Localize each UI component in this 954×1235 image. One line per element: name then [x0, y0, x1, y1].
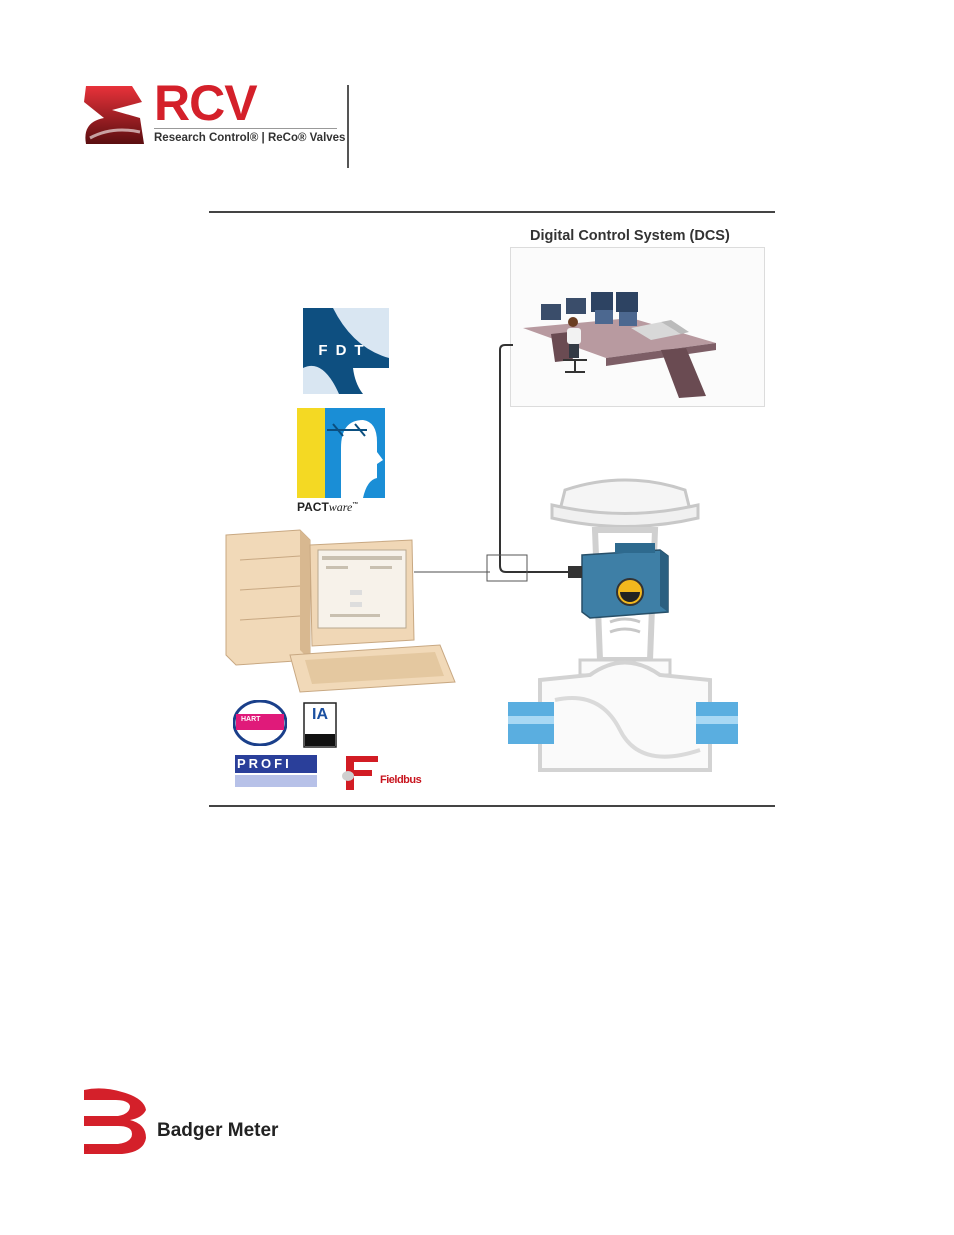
computer-illustration [226, 530, 455, 692]
badger-meter-b-icon [82, 1086, 150, 1156]
figure-bottom-rule [209, 805, 775, 807]
hart-logo-text: HART [241, 716, 260, 723]
fieldbus-logo-text: Fieldbus [380, 774, 421, 786]
ia-series-logo: IA [303, 702, 337, 748]
pactware-label: PACTware™ [297, 500, 358, 515]
badger-meter-name: Badger Meter [157, 1120, 278, 1142]
hart-logo: HART [233, 700, 287, 746]
profibus-logo: PROFI [235, 755, 319, 789]
fdt-logo-text: FDT [305, 342, 385, 359]
badger-meter-logo: Badger Meter ® [82, 1086, 302, 1158]
pactware-logo: PACTware™ [297, 408, 385, 518]
profi-logo-text: PROFI [237, 756, 292, 771]
fieldbus-f-icon [340, 752, 424, 792]
dcs-cable [500, 345, 570, 572]
junction-box [487, 555, 527, 581]
pactware-face-icon [297, 408, 385, 498]
badger-registered-mark: ® [84, 1146, 89, 1153]
fdt-logo: FDT [303, 308, 389, 394]
ia-logo-text: IA [305, 706, 335, 724]
hart-badge-icon [233, 700, 287, 746]
control-valve-illustration [508, 480, 738, 770]
fieldbus-logo: Fieldbus [340, 752, 424, 792]
